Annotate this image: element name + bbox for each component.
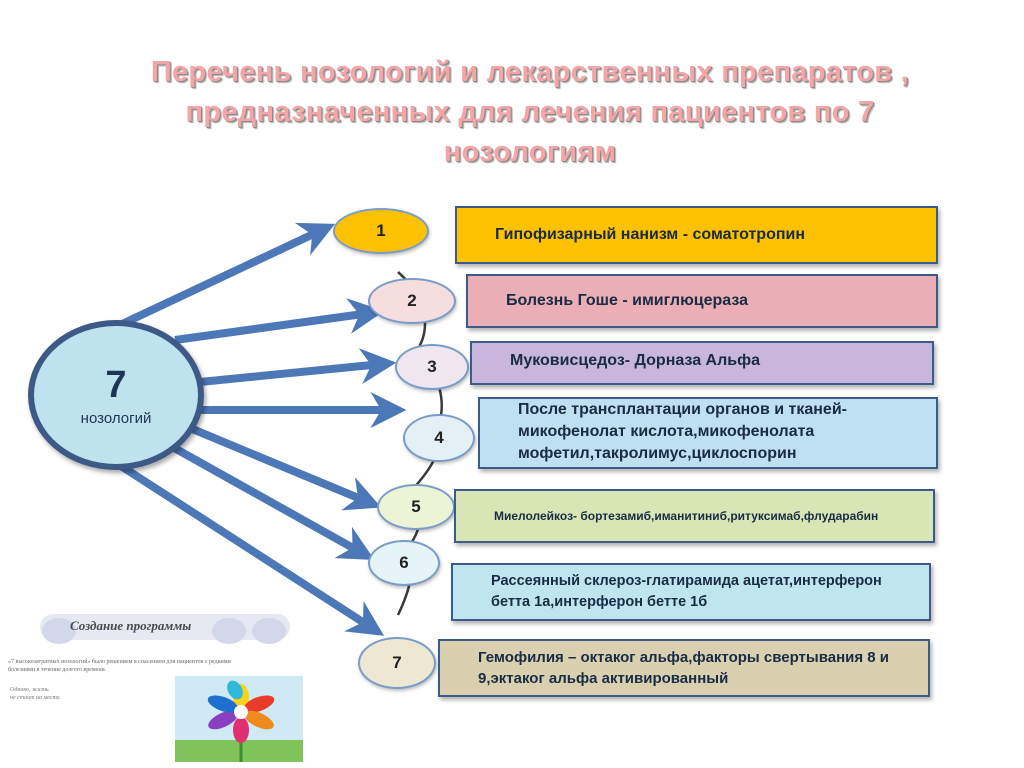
node-7-number: 7 <box>392 653 402 672</box>
node-6-number: 6 <box>399 553 409 572</box>
item-2-text: Болезнь Гоше - имиглюцераза <box>506 292 748 309</box>
item-box-5: Миелолейкоз- бортезамиб,иманитиниб,ритук… <box>454 489 935 543</box>
page-title: Перечень нозологий и лекарственных препа… <box>120 52 940 172</box>
thumbnail-dot-mid <box>212 618 246 644</box>
item-4-text: После трансплантации органов и тканей-ми… <box>518 401 847 462</box>
node-4: 4 <box>403 414 475 462</box>
node-5: 5 <box>377 484 455 530</box>
node-3-number: 3 <box>427 357 437 376</box>
thumbnail-note-line-1: Однако, жизнь <box>10 687 49 693</box>
item-6-text: Рассеянный склероз-глатирамида ацетат,ин… <box>491 573 882 610</box>
node-2: 2 <box>368 278 456 324</box>
node-6: 6 <box>368 540 440 586</box>
title-line-3: нозологиям <box>443 136 617 168</box>
node-4-number: 4 <box>434 428 444 447</box>
item-box-2: Болезнь Гоше - имиглюцераза <box>466 274 938 328</box>
thumbnail-note-line-2: не стоит на месте. <box>10 695 62 701</box>
thumbnail-dot-left <box>42 618 76 644</box>
thumbnail-band <box>40 614 290 644</box>
arrow-group <box>87 222 407 636</box>
arrow-to-1 <box>118 222 336 329</box>
hub-label: нозологий <box>80 409 152 427</box>
node-3: 3 <box>395 344 469 390</box>
item-3-text: Муковисцедоз- Дорназа Альфа <box>510 352 760 369</box>
nosologies-hub: 7 нозологий <box>28 320 204 470</box>
node-2-number: 2 <box>407 291 417 310</box>
flower-illustration <box>175 676 303 762</box>
arrow-to-7 <box>87 442 385 636</box>
node-5-number: 5 <box>411 497 421 516</box>
thumbnail-dot-right <box>252 618 286 644</box>
node-7: 7 <box>358 637 436 689</box>
item-5-text: Миелолейкоз- бортезамиб,иманитиниб,ритук… <box>494 509 879 523</box>
item-box-1: Гипофизарный нанизм - соматотропин <box>455 206 938 264</box>
item-7-text: Гемофилия – октаког альфа,факторы сверты… <box>478 649 889 687</box>
node-1: 1 <box>333 208 429 254</box>
thumbnail-title: Создание программы <box>70 618 192 633</box>
node-1-number: 1 <box>376 221 386 240</box>
arrow-to-3 <box>199 348 397 386</box>
item-box-3: Муковисцедоз- Дорназа Альфа <box>470 341 934 385</box>
program-thumbnail: Создание программы «7 высокозатратных но… <box>0 610 305 762</box>
thumbnail-note: Однако, жизнь не стоит на месте. <box>10 686 61 702</box>
item-box-4: После трансплантации органов и тканей-ми… <box>478 397 938 469</box>
item-box-7: Гемофилия – октаког альфа,факторы сверты… <box>438 639 930 697</box>
arrow-to-5 <box>188 424 382 511</box>
hub-number: 7 <box>105 363 127 406</box>
item-box-6: Рассеянный склероз-глатирамида ацетат,ин… <box>451 563 931 621</box>
title-line-2: предназначенных для лечения пациентов по… <box>185 96 875 128</box>
arrow-to-2 <box>174 298 385 344</box>
arrow-to-6 <box>158 436 375 561</box>
thumbnail-text: «7 высокозатратных нозологий» было решен… <box>8 659 231 673</box>
item-1-text: Гипофизарный нанизм - соматотропин <box>495 226 806 243</box>
title-line-1: Перечень нозологий и лекарственных препа… <box>150 56 910 88</box>
